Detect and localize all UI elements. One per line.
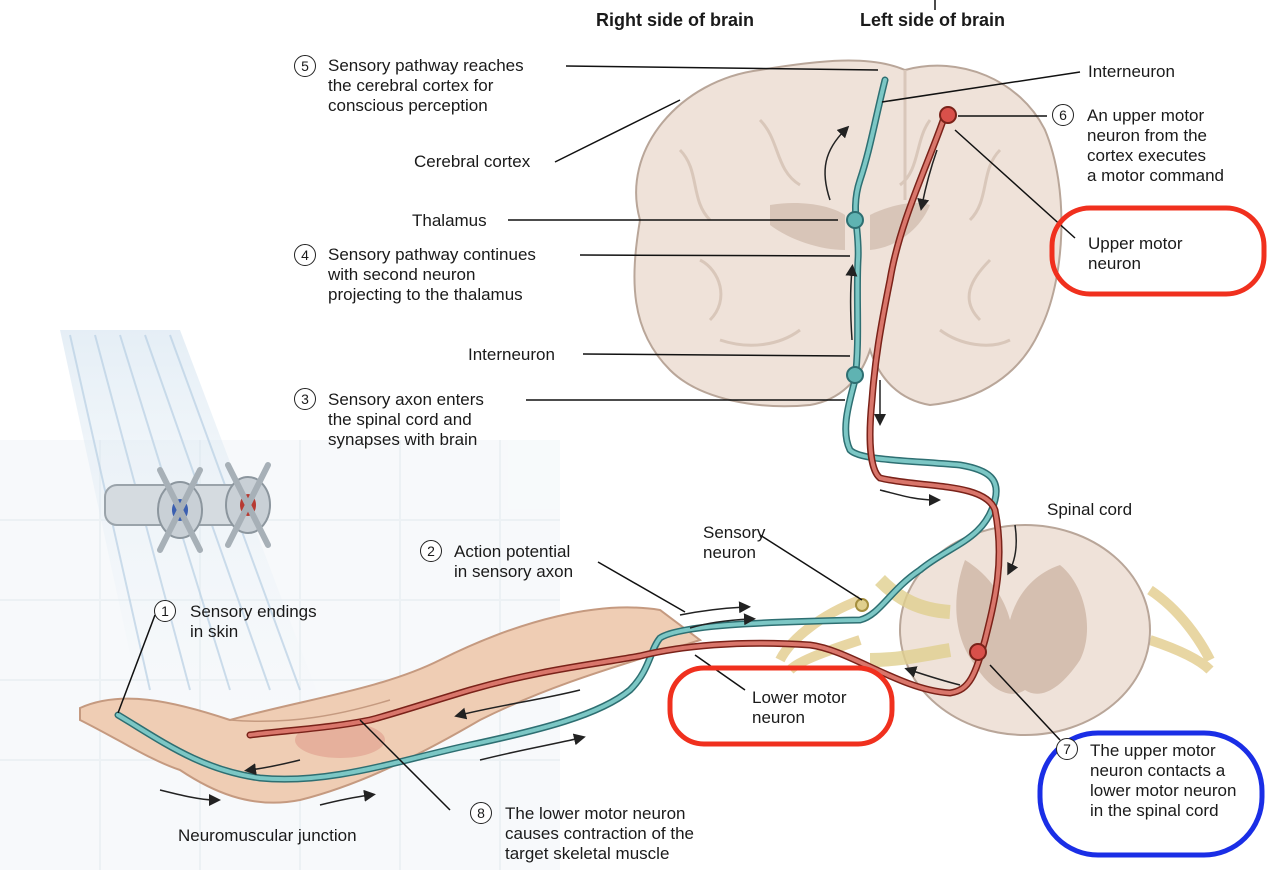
step-number-1: 1 xyxy=(154,600,176,622)
step-number-8: 8 xyxy=(470,802,492,824)
step-number-7: 7 xyxy=(1056,738,1078,760)
step-number-6: 6 xyxy=(1052,104,1074,126)
interneuron-label-middle: Interneuron xyxy=(468,345,555,365)
right-side-header: Right side of brain xyxy=(596,10,754,31)
neuromuscular-junction-label: Neuromuscular junction xyxy=(178,826,357,846)
spinal-cord-label: Spinal cord xyxy=(1047,500,1132,520)
step-number-3: 3 xyxy=(294,388,316,410)
cerebral-cortex-label: Cerebral cortex xyxy=(414,152,530,172)
thalamus-label: Thalamus xyxy=(412,211,487,231)
step-number-4: 4 xyxy=(294,244,316,266)
step-number-5: 5 xyxy=(294,55,316,77)
step-number-2: 2 xyxy=(420,540,442,562)
left-side-header: Left side of brain xyxy=(860,10,1005,31)
interneuron-label-top: Interneuron xyxy=(1088,62,1175,82)
